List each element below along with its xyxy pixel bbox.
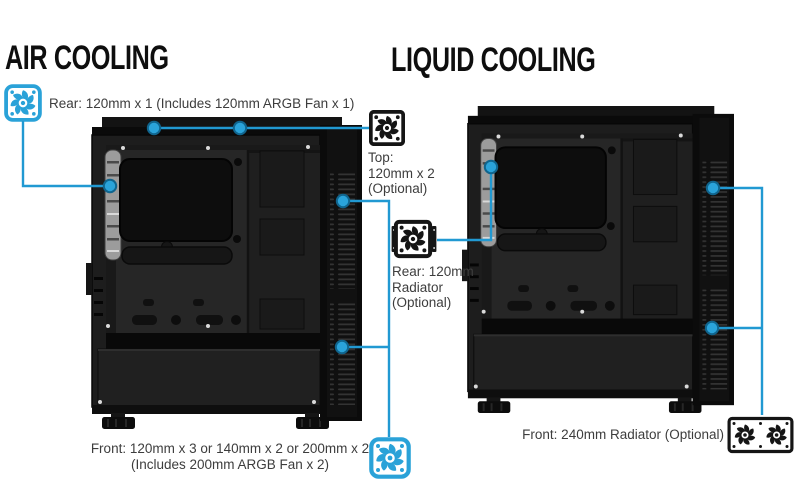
liquid-rear-label-line: (Optional) <box>392 295 452 310</box>
liquid-case-image <box>462 106 734 415</box>
air-rear-label: Rear: 120mm x 1 (Includes 120mm ARGB Fan… <box>49 96 355 111</box>
liquid-rear-radiator-label: Rear: 120mm Radiator (Optional) <box>392 264 474 311</box>
air-top-label-line: Top: <box>368 150 394 165</box>
liquid-rear-label-line: Rear: 120mm <box>392 264 474 279</box>
optional-fan-icon <box>369 110 405 146</box>
air-front-label-line: Front: 120mm x 3 or 140mm x 2 or 200mm x… <box>90 441 370 456</box>
air-top-label: Top: 120mm x 2 (Optional) <box>368 150 435 197</box>
air-top-label-line: 120mm x 2 <box>368 165 435 181</box>
air-front-label-line: (Includes 200mm ARGB Fan x 2) <box>130 456 330 472</box>
air-front-label: Front: 120mm x 3 or 140mm x 2 or 200mm x… <box>88 441 372 472</box>
liquid-cooling-title: LIQUID COOLING <box>391 41 596 79</box>
radiator-240-icon <box>727 415 794 455</box>
liquid-rear-label-line: Radiator <box>392 279 444 295</box>
air-cooling-title: AIR COOLING <box>5 39 169 77</box>
radiator-120-icon <box>391 219 437 259</box>
argb-fan-icon <box>369 437 411 479</box>
air-case-image <box>86 117 362 431</box>
liquid-front-radiator-label: Front: 240mm Radiator (Optional) <box>522 427 724 442</box>
air-top-label-line: (Optional) <box>368 181 428 196</box>
argb-fan-icon <box>4 84 42 122</box>
